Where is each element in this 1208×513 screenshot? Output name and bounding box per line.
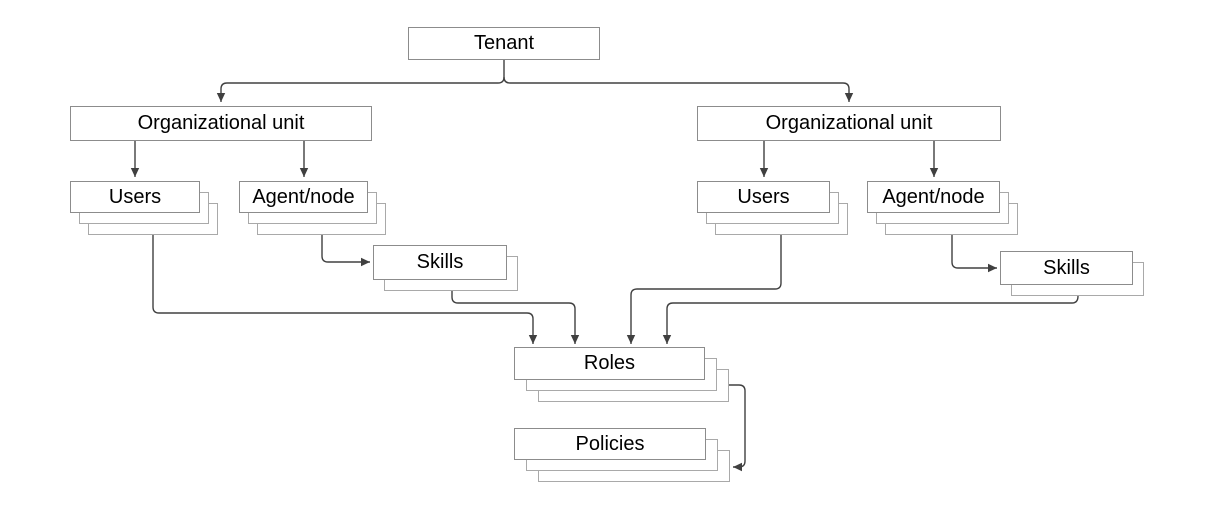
node-organizational-unit-left-label: Organizational unit (137, 112, 305, 134)
node-policies-label: Policies (575, 432, 645, 455)
node-tenant: Tenant (408, 27, 600, 60)
node-tenant-label: Tenant (473, 32, 535, 54)
node-organizational-unit-right-label: Organizational unit (765, 112, 933, 134)
node-skills-left: Skills (373, 245, 518, 291)
edge-users-right-to-roles (626, 235, 782, 344)
node-roles-label: Roles (583, 352, 636, 374)
node-agent-node-right-label: Agent/node (882, 185, 985, 208)
node-skills-left-box: Skills (373, 245, 507, 280)
edge-tenant-to-ou-left (216, 60, 505, 102)
node-users-right-box: Users (697, 181, 830, 213)
node-agent-node-left: Agent/node (239, 181, 386, 235)
edge-agent-left-to-skills-left (321, 235, 370, 267)
node-skills-right-label: Skills (1043, 256, 1090, 279)
node-policies: Policies (514, 428, 730, 482)
node-organizational-unit-right: Organizational unit (697, 106, 1001, 141)
node-users-right: Users (697, 181, 848, 235)
node-users-left: Users (70, 181, 218, 235)
node-skills-left-label: Skills (416, 251, 464, 273)
node-organizational-unit-left: Organizational unit (70, 106, 372, 141)
node-agent-node-right-box: Agent/node (867, 181, 1000, 213)
node-agent-node-left-label: Agent/node (252, 185, 355, 208)
node-skills-right-box: Skills (1000, 251, 1133, 285)
node-agent-node-right: Agent/node (867, 181, 1018, 235)
node-roles-box: Roles (514, 347, 705, 380)
edge-tenant-to-ou-right (503, 76, 854, 102)
node-users-right-label: Users (737, 185, 790, 208)
node-agent-node-left-box: Agent/node (239, 181, 368, 213)
node-users-left-label: Users (108, 185, 162, 208)
node-users-left-box: Users (70, 181, 200, 213)
node-roles: Roles (514, 347, 729, 402)
edge-agent-right-to-skills-right (951, 235, 997, 273)
edge-roles-to-policies (729, 384, 746, 472)
edge-skills-left-to-roles (451, 291, 580, 344)
node-skills-right: Skills (1000, 251, 1144, 296)
edge-skills-right-to-roles (662, 295, 1079, 344)
node-policies-box: Policies (514, 428, 706, 460)
edge-users-left-to-roles (152, 235, 538, 344)
